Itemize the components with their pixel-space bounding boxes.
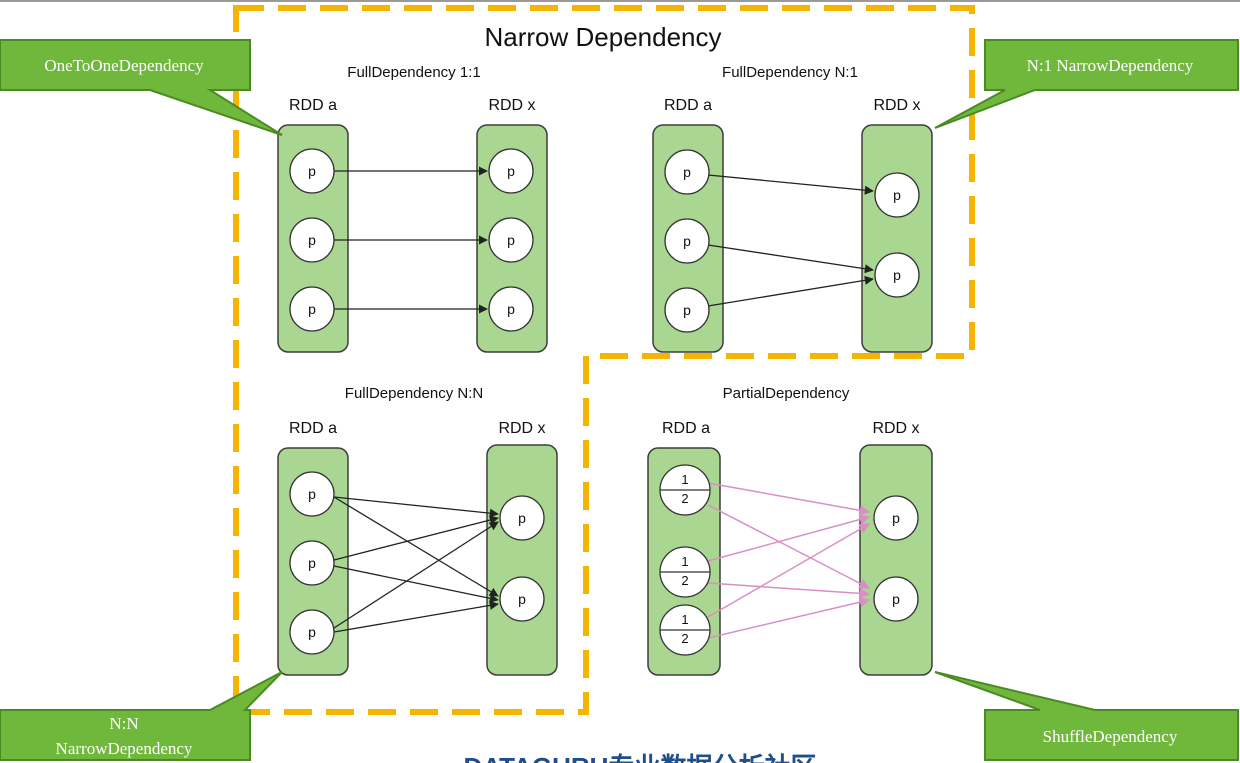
- source-rdd-label: RDD a: [662, 420, 710, 437]
- svg-text:p: p: [308, 301, 316, 317]
- svg-text:p: p: [683, 164, 691, 180]
- target-rdd-box: [859, 444, 933, 676]
- dependency-arrow: [707, 514, 871, 562]
- target-rdd-label: RDD x: [498, 420, 545, 437]
- dependency-arrow: [333, 496, 499, 518]
- svg-text:p: p: [518, 510, 526, 526]
- dependency-arrow: [707, 275, 874, 307]
- partition: p: [488, 148, 534, 194]
- partition: p: [289, 471, 335, 517]
- target-rdd-label: RDD x: [872, 420, 919, 437]
- panel-one-to-one: FullDependency 1:1 RDD a RDD x p p p p p…: [277, 64, 548, 353]
- svg-text:p: p: [308, 232, 316, 248]
- svg-text:2: 2: [681, 631, 688, 646]
- target-rdd-label: RDD x: [873, 97, 920, 114]
- dependency-arrow: [707, 582, 871, 599]
- dependency-arrow: [333, 515, 499, 561]
- partition: p: [874, 172, 920, 218]
- half-partition: 1 2: [659, 464, 711, 516]
- partition: p: [289, 286, 335, 332]
- svg-text:p: p: [893, 267, 901, 283]
- svg-text:p: p: [892, 510, 900, 526]
- callout-shuffle: ShuffleDependency: [934, 671, 1239, 761]
- target-rdd-label: RDD x: [488, 97, 535, 114]
- partition: p: [488, 217, 534, 263]
- partition: p: [499, 576, 545, 622]
- dependency-arrow: [333, 600, 499, 633]
- panel-title: FullDependency N:N: [345, 385, 483, 402]
- svg-text:OneToOneDependency: OneToOneDependency: [44, 56, 204, 75]
- dependency-arrow: [333, 565, 499, 603]
- target-rdd-box: [861, 124, 933, 353]
- svg-text:p: p: [507, 163, 515, 179]
- svg-text:p: p: [308, 163, 316, 179]
- dependency-arrow: [707, 597, 871, 639]
- svg-text:1: 1: [681, 554, 688, 569]
- dependency-arrow: [333, 521, 499, 629]
- callout-n-to-n: N:N NarrowDependency: [0, 671, 283, 761]
- source-rdd-label: RDD a: [289, 420, 337, 437]
- partition: p: [874, 252, 920, 298]
- panel-n-to-1: FullDependency N:1 RDD a RDD x p p p p p: [652, 64, 933, 353]
- svg-text:p: p: [892, 591, 900, 607]
- half-partition: 1 2: [659, 546, 711, 598]
- svg-text:p: p: [507, 232, 515, 248]
- svg-text:1: 1: [681, 472, 688, 487]
- partition: p: [289, 609, 335, 655]
- partition: p: [873, 495, 919, 541]
- partition: p: [289, 540, 335, 586]
- source-rdd-label: RDD a: [289, 97, 337, 114]
- panel-title: FullDependency N:1: [722, 64, 858, 81]
- diagram-title: Narrow Dependency: [484, 22, 721, 52]
- partition: p: [873, 576, 919, 622]
- target-rdd-box: [486, 444, 558, 676]
- partition: p: [664, 287, 710, 333]
- dependency-arrow: [707, 504, 870, 589]
- svg-text:NarrowDependency: NarrowDependency: [56, 739, 193, 758]
- partition: p: [289, 148, 335, 194]
- svg-text:p: p: [308, 555, 316, 571]
- panel-title: PartialDependency: [723, 385, 850, 402]
- callout-one-to-one: OneToOneDependency: [0, 39, 283, 136]
- svg-text:p: p: [683, 233, 691, 249]
- partition: p: [289, 217, 335, 263]
- svg-text:p: p: [308, 624, 316, 640]
- svg-text:p: p: [507, 301, 515, 317]
- svg-text:2: 2: [681, 573, 688, 588]
- dependency-arrow: [707, 244, 874, 274]
- footer-watermark-text: DATAGURU专业数据分析社区: [464, 752, 817, 763]
- svg-text:2: 2: [681, 491, 688, 506]
- svg-text:p: p: [893, 187, 901, 203]
- panel-title: FullDependency 1:1: [347, 64, 480, 81]
- svg-text:1: 1: [681, 612, 688, 627]
- svg-text:p: p: [683, 302, 691, 318]
- callout-n-to-1: N:1 NarrowDependency: [934, 39, 1239, 129]
- partition: p: [488, 286, 534, 332]
- panel-n-to-n: FullDependency N:N RDD a RDD x p p p p p: [277, 385, 558, 676]
- half-partition: 1 2: [659, 604, 711, 656]
- dependency-arrow: [707, 174, 874, 195]
- panel-partial: PartialDependency RDD a RDD x 1 2 1 2 1 …: [647, 385, 933, 676]
- dependency-arrow: [333, 496, 499, 597]
- source-rdd-label: RDD a: [664, 97, 712, 114]
- dependency-arrow: [707, 482, 871, 516]
- dependency-arrow: [707, 523, 870, 618]
- svg-text:ShuffleDependency: ShuffleDependency: [1043, 727, 1178, 746]
- partition: p: [499, 495, 545, 541]
- svg-text:N:1 NarrowDependency: N:1 NarrowDependency: [1027, 56, 1194, 75]
- partition: p: [664, 218, 710, 264]
- narrow-dependency-boundary: [233, 5, 975, 715]
- svg-text:N:N: N:N: [109, 714, 138, 733]
- partition: p: [664, 149, 710, 195]
- svg-text:p: p: [518, 591, 526, 607]
- svg-text:p: p: [308, 486, 316, 502]
